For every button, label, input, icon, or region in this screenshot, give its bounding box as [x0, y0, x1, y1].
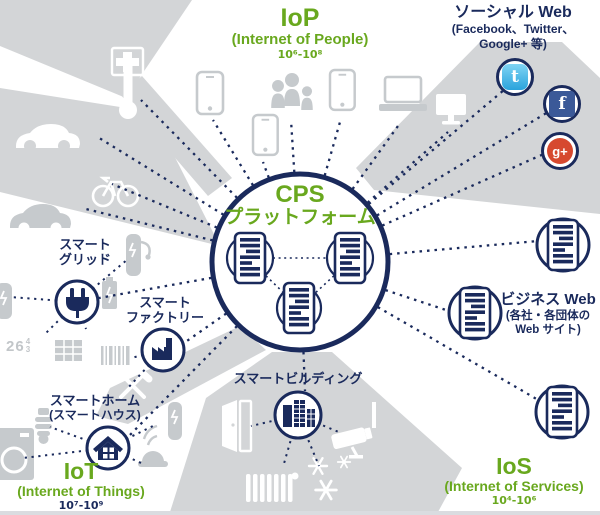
ev-charger-icon — [126, 234, 151, 276]
solar-panel-icon — [55, 340, 82, 361]
server-icon — [333, 231, 367, 285]
googleplus-icon: g+ — [541, 132, 579, 170]
wedge-bottom-center — [170, 352, 462, 512]
iop-range: 10⁶-10⁸ — [277, 48, 323, 61]
wedge-top-right — [356, 42, 600, 214]
googleplus-glyph: g+ — [547, 138, 573, 164]
factory-icon — [152, 338, 172, 360]
iot-title: IoT — [63, 458, 99, 484]
social-web-subtitle-2: Google+ 等) — [479, 37, 547, 51]
ios-range: 10⁴-10⁶ — [491, 494, 537, 507]
meter-bottom-digit: 3 — [25, 345, 31, 354]
smart-building-label: スマートビルディング — [223, 371, 373, 386]
smart-home-label: スマートホーム (スマートハウス) — [30, 393, 160, 422]
platform-servers — [225, 231, 375, 335]
server-icon — [458, 286, 492, 340]
iop-title: IoP — [280, 4, 320, 32]
ios-subtitle: (Internet of Services) — [444, 478, 584, 494]
security-camera-icon — [331, 402, 376, 459]
medical-cross-icon — [110, 46, 145, 77]
ios-section: IoS (Internet of Services) 10⁴-10⁶ — [428, 453, 600, 508]
siren-icon — [138, 424, 168, 467]
server-icon — [546, 218, 580, 272]
iot-range: 10⁷-10⁹ — [58, 499, 104, 512]
meter-main-digits: 26 — [6, 338, 25, 355]
server-icon — [545, 385, 579, 439]
cps-subtitle: プラットフォーム — [224, 207, 376, 228]
bottom-right-server-node — [534, 384, 590, 440]
radiator-icon — [246, 472, 299, 502]
facebook-glyph: f — [549, 91, 575, 117]
business-web-subtitle-1: (各社・各団体の — [505, 310, 591, 322]
smart-factory-node — [140, 327, 186, 373]
twitter-glyph: t — [502, 64, 528, 90]
smart-home-label-line2: (スマートハウス) — [49, 408, 141, 422]
smart-meter-icon: 26 4 3 — [6, 337, 31, 356]
power-plug-icon — [66, 288, 89, 318]
crossed-hammers-icon — [113, 366, 153, 399]
light-bulb-icon — [35, 408, 52, 444]
smart-grid-label: スマート グリッド — [30, 237, 140, 267]
server-icon — [233, 231, 267, 285]
laptop-icon — [379, 75, 427, 111]
business-web-title: ビジネス Web — [500, 291, 596, 308]
wedge-bottom-left-ray — [96, 326, 266, 424]
battery-icon — [102, 277, 117, 309]
peripheral-icons — [0, 46, 466, 502]
meter-top-digit: 4 — [25, 337, 31, 346]
washing-machine-icon — [0, 428, 34, 480]
smart-grid-node — [54, 279, 100, 325]
business-web-section: ビジネス Web (各社・各団体の Web サイト) — [496, 291, 600, 337]
cps-platform-title: CPS プラットフォーム — [212, 182, 388, 229]
barcode-icon — [101, 346, 130, 365]
smart-home-node — [85, 425, 131, 471]
smartphone-icon — [251, 113, 279, 157]
ev-charger-icon — [168, 402, 182, 440]
server-icon — [282, 281, 316, 335]
social-web-section: ソーシャル Web (Facebook、Twitter、 Google+ 等) — [428, 3, 598, 52]
bottom-strip — [0, 511, 600, 515]
smart-home-label-line1: スマートホーム — [49, 393, 141, 408]
iop-subtitle: (Internet of People) — [231, 31, 369, 48]
electric-car-icon — [16, 124, 80, 152]
iop-section: IoP (Internet of People) 10⁶-10⁸ — [190, 5, 410, 61]
iot-section: IoT (Internet of Things) 10⁷-10⁹ — [0, 458, 162, 513]
twitter-icon: t — [496, 58, 534, 96]
smart-grid-label-line2: グリッド — [58, 252, 111, 267]
smart-building-label-text: スマートビルディング — [233, 371, 363, 386]
social-web-title: ソーシャル Web — [454, 4, 572, 21]
iot-subtitle: (Internet of Things) — [17, 483, 145, 499]
cps-platform-circle — [209, 171, 391, 353]
business-web-subtitle-2: Web サイト) — [515, 324, 581, 336]
smart-grid-label-line1: スマート — [59, 237, 111, 252]
facebook-icon: f — [543, 85, 581, 123]
smart-factory-label-line2: ファクトリー — [125, 310, 204, 325]
monitor-icon — [436, 94, 466, 125]
buildings-icon — [283, 400, 315, 427]
smart-factory-label-line1: スマート — [139, 295, 191, 310]
people-icon — [271, 73, 313, 110]
smartphone-icon — [328, 68, 356, 112]
social-web-subtitle-1: (Facebook、Twitter、 — [451, 22, 575, 36]
wedge-top-left — [0, 0, 192, 98]
house-icon — [93, 436, 123, 460]
ev-charger-icon — [0, 283, 12, 319]
smart-factory-label: スマート ファクトリー — [110, 295, 220, 325]
ios-title: IoS — [496, 453, 532, 479]
car-icon — [10, 204, 71, 234]
business-web-node — [447, 285, 503, 341]
right-server-node — [535, 217, 591, 273]
smartphone-icon — [195, 70, 225, 116]
smart-building-node — [273, 390, 323, 440]
cps-title: CPS — [275, 181, 325, 208]
